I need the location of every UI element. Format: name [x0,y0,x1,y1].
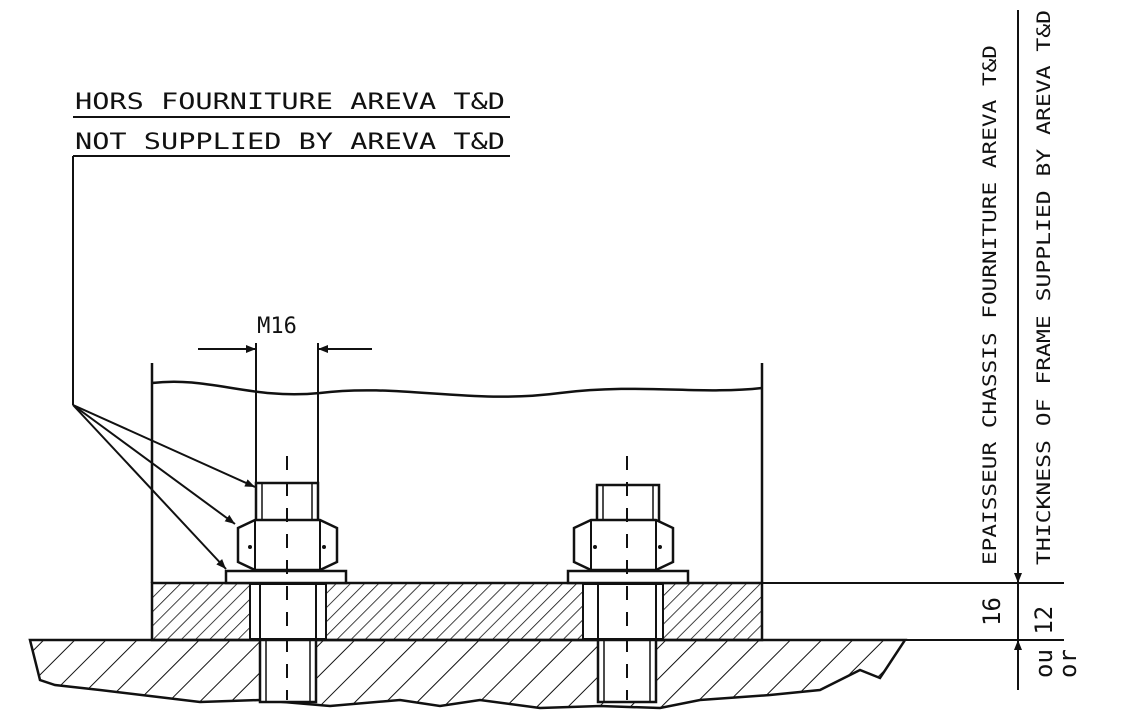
m16-dimension: M16 [198,314,372,353]
thickness-label-fr: EPAISSEUR CHASSIS FOURNITURE AREVA T&D [979,45,1001,565]
frame-outline [150,363,764,583]
dimension-16: 16 [978,597,1006,626]
not-supplied-label-fr: HORS FOURNITURE AREVA T&D [75,90,505,115]
not-supplied-note: HORS FOURNITURE AREVA T&D NOT SUPPLIED B… [72,90,510,570]
not-supplied-label-en: NOT SUPPLIED BY AREVA T&D [75,130,505,155]
thickness-label-en: THICKNESS OF FRAME SUPPLIED BY AREVA T&D [1033,10,1055,565]
dimension-or: or [1054,649,1082,678]
m16-label: M16 [257,314,297,339]
ground-slab [28,638,908,710]
bolt-assembly-right [566,456,690,704]
bolt-assembly-left [224,343,348,704]
frame-plate [150,581,764,642]
dimension-ou-12: ou 12 [1030,606,1058,678]
thickness-dimension [762,10,1064,690]
